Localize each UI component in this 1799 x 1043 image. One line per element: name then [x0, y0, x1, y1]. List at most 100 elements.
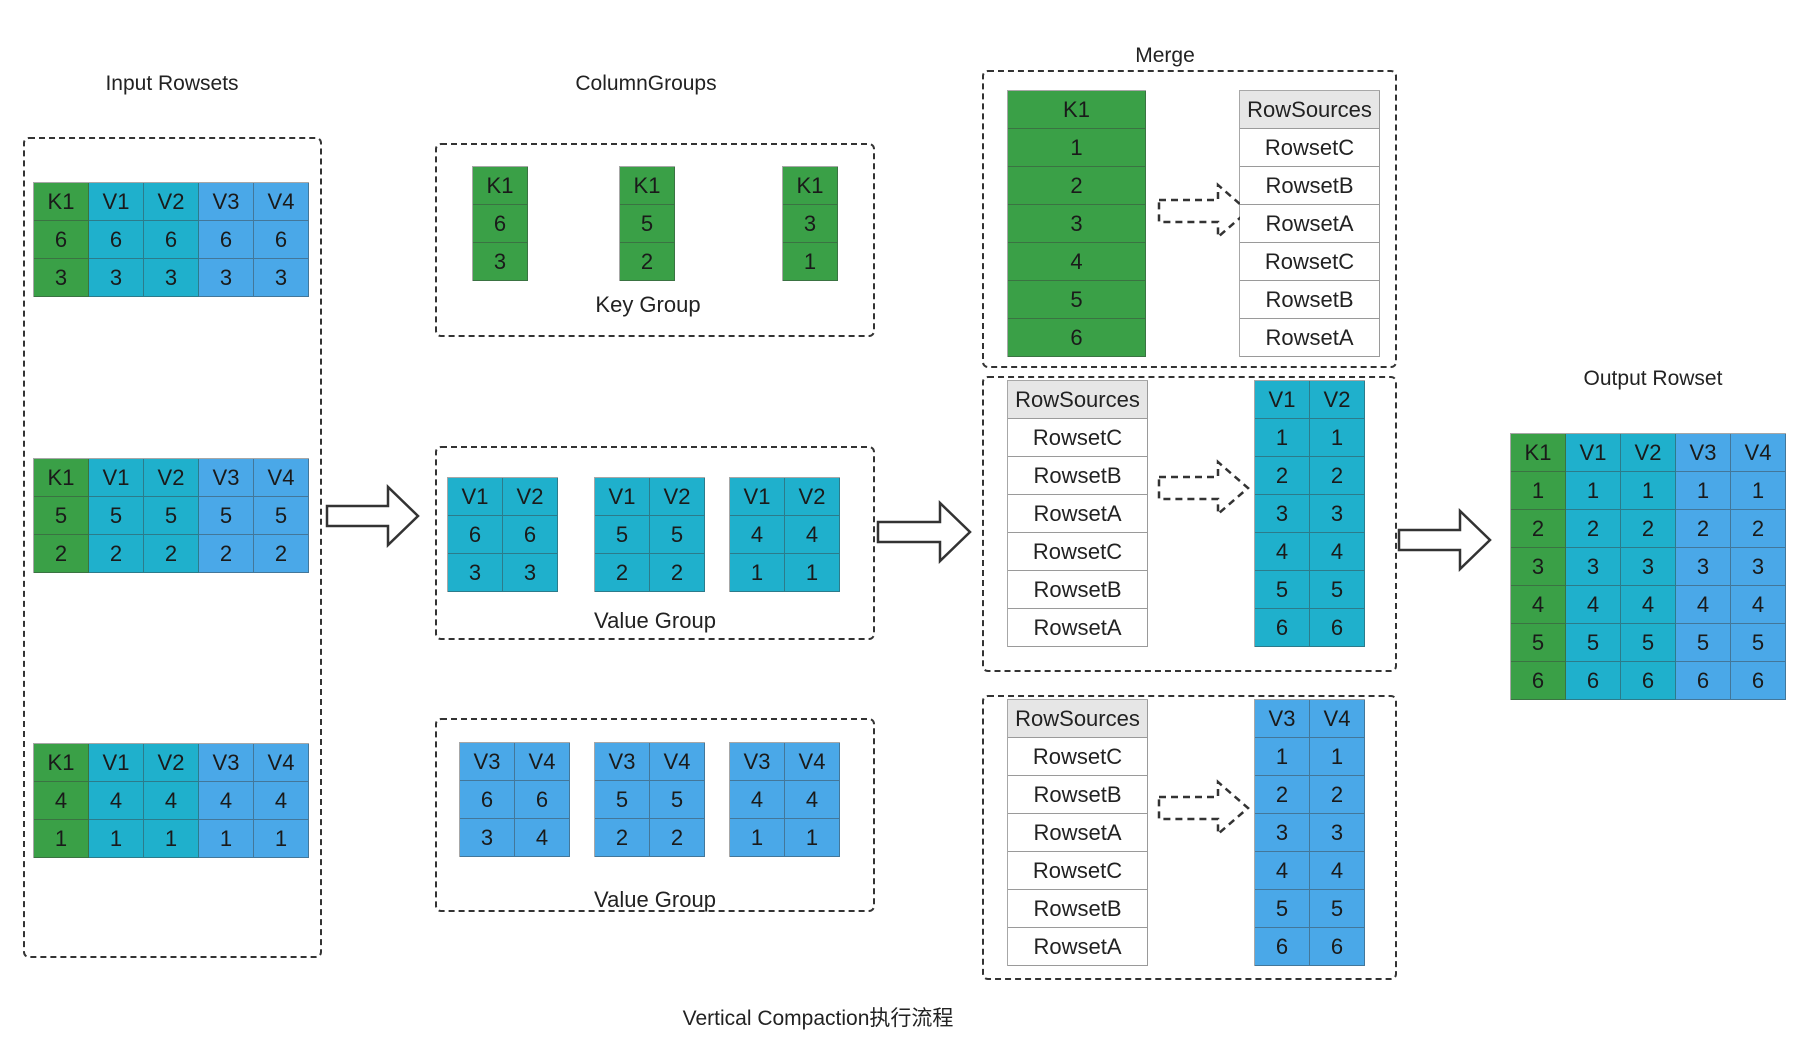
merge-title: Merge — [1135, 44, 1195, 67]
table-cell: 5 — [1008, 281, 1146, 319]
header-cell: V1 — [730, 478, 785, 516]
table-cell: 4 — [785, 781, 840, 819]
table-cell: 4 — [144, 782, 199, 820]
table-cell: 6 — [1731, 662, 1786, 700]
table-cell: 5 — [1255, 890, 1310, 928]
table-cell: 2 — [89, 535, 144, 573]
table-cell: 3 — [1255, 814, 1310, 852]
table-cell: 3 — [1566, 548, 1621, 586]
table-cell: 1 — [254, 820, 309, 858]
table-cell: 3 — [89, 259, 144, 297]
table-cell: RowsetA — [1008, 609, 1148, 647]
table-cell: 2 — [1676, 510, 1731, 548]
table-cell: 4 — [89, 782, 144, 820]
table-cell: 3 — [1310, 495, 1365, 533]
header-cell: V1 — [448, 478, 503, 516]
header-cell: V2 — [503, 478, 558, 516]
table-cell: RowsetB — [1008, 776, 1148, 814]
table-cell: 1 — [1731, 472, 1786, 510]
table-cell: 2 — [1310, 776, 1365, 814]
table-cell: 6 — [448, 516, 503, 554]
table-cell: 2 — [1621, 510, 1676, 548]
table-cell: 1 — [783, 243, 838, 281]
table-cell: 1 — [89, 820, 144, 858]
table-cell: 2 — [650, 554, 705, 592]
table-cell: 4 — [199, 782, 254, 820]
table-cell: 4 — [1255, 533, 1310, 571]
header-cell: V1 — [89, 744, 144, 782]
header-cell: V1 — [595, 478, 650, 516]
table-cell: 1 — [1511, 472, 1566, 510]
table-cell: 3 — [1310, 814, 1365, 852]
table-cell: 3 — [460, 819, 515, 857]
table-cell: 6 — [1310, 928, 1365, 966]
header-cell: V4 — [254, 459, 309, 497]
header-cell: V2 — [785, 478, 840, 516]
table-cell: 3 — [144, 259, 199, 297]
table-cell: RowsetA — [1240, 205, 1380, 243]
table-cell: 5 — [1621, 624, 1676, 662]
value-group-v1v2-box — [435, 446, 875, 640]
table-cell: 2 — [34, 535, 89, 573]
column-groups-title: ColumnGroups — [575, 72, 717, 95]
header-cell: V2 — [1621, 434, 1676, 472]
table-cell: 2 — [1511, 510, 1566, 548]
table-cell: 5 — [1511, 624, 1566, 662]
table-cell: 5 — [1731, 624, 1786, 662]
header-cell: K1 — [1008, 91, 1146, 129]
diagram-caption: Vertical Compaction执行流程 — [682, 1007, 954, 1030]
table-cell: 3 — [1621, 548, 1676, 586]
table-cell: 6 — [503, 516, 558, 554]
table-cell: 3 — [1008, 205, 1146, 243]
table-cell: 5 — [1310, 890, 1365, 928]
table-cell: 4 — [730, 781, 785, 819]
table-cell: 1 — [144, 820, 199, 858]
header-cell: V4 — [1310, 700, 1365, 738]
merge-v3v4-box — [982, 695, 1397, 980]
table-cell: 1 — [1310, 738, 1365, 776]
table-cell: 2 — [1255, 776, 1310, 814]
header-cell: V3 — [595, 743, 650, 781]
header-cell: V3 — [1255, 700, 1310, 738]
table-cell: 1 — [730, 554, 785, 592]
header-cell: V4 — [650, 743, 705, 781]
table-cell: 1 — [1255, 738, 1310, 776]
header-cell: V4 — [1731, 434, 1786, 472]
dashed-arrow-merge-v3v4 — [1157, 779, 1250, 837]
table-cell: 5 — [144, 497, 199, 535]
table-cell: 3 — [503, 554, 558, 592]
table-cell: 4 — [1566, 586, 1621, 624]
table-cell: 6 — [1676, 662, 1731, 700]
table-cell: 1 — [1310, 419, 1365, 457]
table-cell: 5 — [1676, 624, 1731, 662]
key-group-box — [435, 143, 875, 337]
table-cell: RowsetC — [1240, 243, 1380, 281]
output-rowset-title: Output Rowset — [1583, 367, 1723, 390]
header-cell: RowSources — [1008, 700, 1148, 738]
table-cell: RowsetB — [1240, 167, 1380, 205]
header-cell: V1 — [89, 459, 144, 497]
table-cell: RowsetC — [1008, 852, 1148, 890]
table-cell: 3 — [1255, 495, 1310, 533]
table-cell: RowsetB — [1008, 890, 1148, 928]
header-cell: V2 — [144, 459, 199, 497]
table-cell: 6 — [34, 221, 89, 259]
table-cell: 6 — [89, 221, 144, 259]
table-cell: 5 — [254, 497, 309, 535]
header-cell: V2 — [650, 478, 705, 516]
header-cell: K1 — [34, 744, 89, 782]
dashed-arrow-merge-v1v2 — [1157, 459, 1250, 517]
table-cell: 4 — [730, 516, 785, 554]
table-cell: 6 — [144, 221, 199, 259]
table-cell: 6 — [1255, 928, 1310, 966]
table-cell: 5 — [650, 516, 705, 554]
key-group-label: Key Group — [595, 292, 701, 317]
